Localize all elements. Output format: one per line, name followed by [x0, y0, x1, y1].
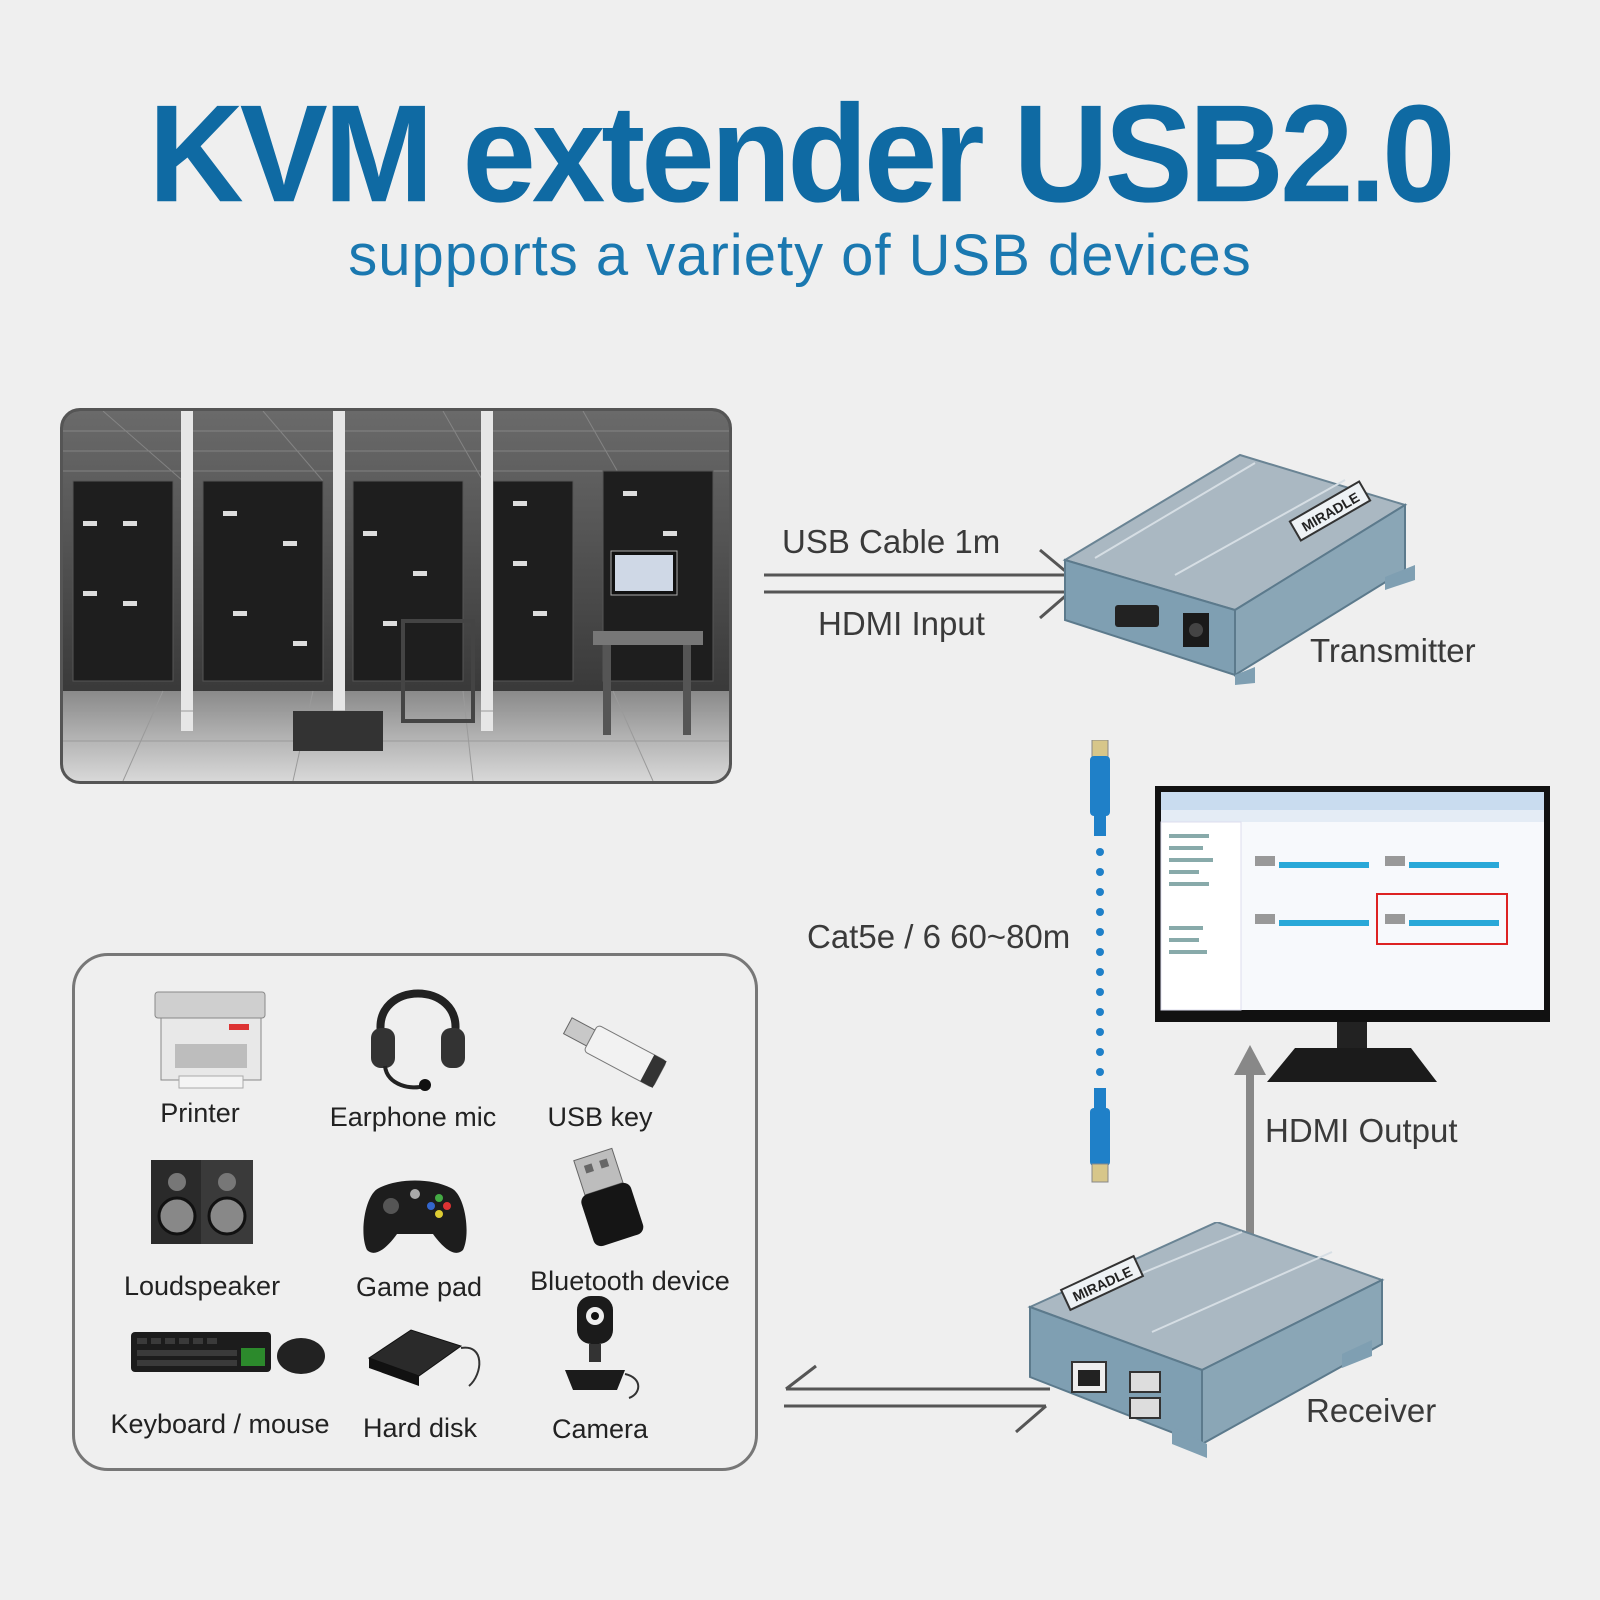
server-room-photo	[60, 408, 732, 784]
network-cable-icon	[1090, 740, 1110, 1183]
speaker-icon	[147, 1156, 257, 1248]
monitor-icon	[1155, 786, 1550, 1082]
hdmi-output-arrow	[1234, 1045, 1266, 1235]
page-subtitle: supports a variety of USB devices	[348, 223, 1252, 288]
receiver-device-icon: MIRADLE	[1027, 1222, 1385, 1458]
device-label-printer: Printer	[160, 1098, 240, 1128]
device-label-usb-key: USB key	[547, 1102, 653, 1132]
hdmi-output-label: HDMI Output	[1265, 1112, 1458, 1149]
device-label-game-pad: Game pad	[355, 1272, 483, 1302]
gamepad-icon	[359, 1174, 471, 1258]
usb-cable-label: USB Cable 1m	[782, 523, 1001, 560]
device-label-hard-disk: Hard disk	[362, 1413, 478, 1443]
webcam-icon	[555, 1294, 645, 1400]
page-title: KVM extender USB2.0	[148, 76, 1455, 231]
hard-disk-icon	[365, 1314, 485, 1394]
transmitter-label: Transmitter	[1310, 632, 1476, 669]
device-label-camera: Camera	[551, 1414, 649, 1444]
device-label-earphone-mic: Earphone mic	[329, 1102, 497, 1132]
device-label-keyboard-mouse: Keyboard / mouse	[110, 1409, 330, 1439]
usb-devices-arrows	[784, 1364, 1050, 1434]
hdmi-input-label: HDMI Input	[818, 605, 985, 642]
device-label-loudspeaker: Loudspeaker	[123, 1271, 281, 1301]
usb-devices-panel: Printer Earphone mic USB key L	[72, 953, 758, 1471]
keyboard-mouse-icon	[129, 1318, 329, 1384]
receiver-label: Receiver	[1306, 1392, 1437, 1429]
printer-icon	[145, 984, 275, 1094]
transmitter-device-icon: MIRADLE	[1062, 453, 1415, 685]
usb-key-icon	[555, 1008, 675, 1096]
usb-hdmi-input-arrows	[764, 548, 1071, 620]
headset-icon	[363, 970, 473, 1094]
bluetooth-dongle-icon	[563, 1146, 653, 1250]
cat-cable-label: Cat5e / 6 60~80m	[807, 918, 1071, 955]
device-label-bluetooth-device: Bluetooth device	[530, 1266, 730, 1296]
